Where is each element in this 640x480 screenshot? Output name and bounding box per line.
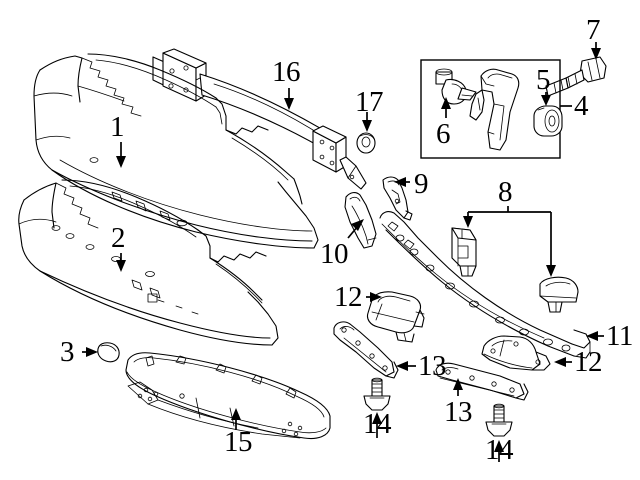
callout-10: 10 (320, 238, 349, 270)
part-6-push-pin-retainer (435, 68, 477, 105)
part-8-bracket-a (451, 227, 477, 277)
part-13-bracket-left (333, 321, 399, 379)
part-15-lower-valance-panel (125, 352, 331, 440)
part-7-hex-flange-bolt (545, 56, 607, 97)
callout-3: 3 (60, 336, 75, 368)
callout-17: 17 (355, 86, 384, 118)
callout-12-left: 12 (334, 281, 363, 313)
callout-9: 9 (414, 168, 429, 200)
callout-4: 4 (574, 90, 589, 122)
part-9-side-support-bracket (382, 176, 413, 221)
part-16-reinforcement-beam (152, 48, 367, 190)
callout-5: 5 (536, 64, 551, 96)
callout-13-left: 13 (418, 350, 447, 382)
detail-inset-box (420, 59, 561, 159)
part-10-side-retainer-rail (344, 192, 377, 249)
callout-8: 8 (498, 176, 513, 208)
callout-12-right: 12 (574, 346, 603, 378)
part-14-bolt-right (485, 403, 513, 437)
callout-13-right: 13 (444, 396, 473, 428)
callout-14-left: 14 (363, 408, 392, 440)
part-12-bracket-left (366, 291, 425, 343)
part-4-center-bracket (469, 68, 520, 151)
leader-lines (82, 42, 604, 462)
part-13-bracket-right (435, 362, 529, 401)
callout-6: 6 (436, 118, 451, 150)
part-3-tow-hook-cap (97, 342, 120, 363)
callout-11: 11 (606, 320, 633, 352)
part-17-spacer-grommet (356, 132, 376, 154)
callout-15: 15 (224, 426, 253, 458)
part-12-bracket-right (481, 335, 551, 371)
part-5-grommet-nut (533, 105, 563, 137)
part-1-bumper-cover-upper (33, 53, 319, 249)
callout-1: 1 (110, 111, 125, 143)
callout-16: 16 (272, 56, 301, 88)
callout-14-right: 14 (485, 434, 514, 466)
part-8-bracket-b (539, 276, 579, 313)
callout-2: 2 (111, 222, 126, 254)
part-14-bolt-left (363, 377, 391, 411)
part-2-bumper-cover-lower (18, 179, 279, 346)
callout-7: 7 (586, 14, 601, 46)
part-11-lower-absorber (379, 211, 591, 359)
